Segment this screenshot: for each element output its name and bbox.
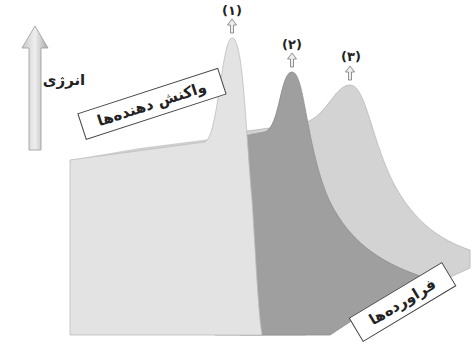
peak-arrows [228,19,355,80]
profile-1 [70,38,262,335]
reactants-plate: واکنش دهنده‌ها [77,68,226,140]
callout-number: (۲) [282,37,302,52]
plate-label: واکنش دهنده‌ها [95,78,209,130]
axis-label: انرژی [43,71,86,89]
callout-number: (۳) [341,49,361,64]
callout-number: (۱) [222,3,242,18]
